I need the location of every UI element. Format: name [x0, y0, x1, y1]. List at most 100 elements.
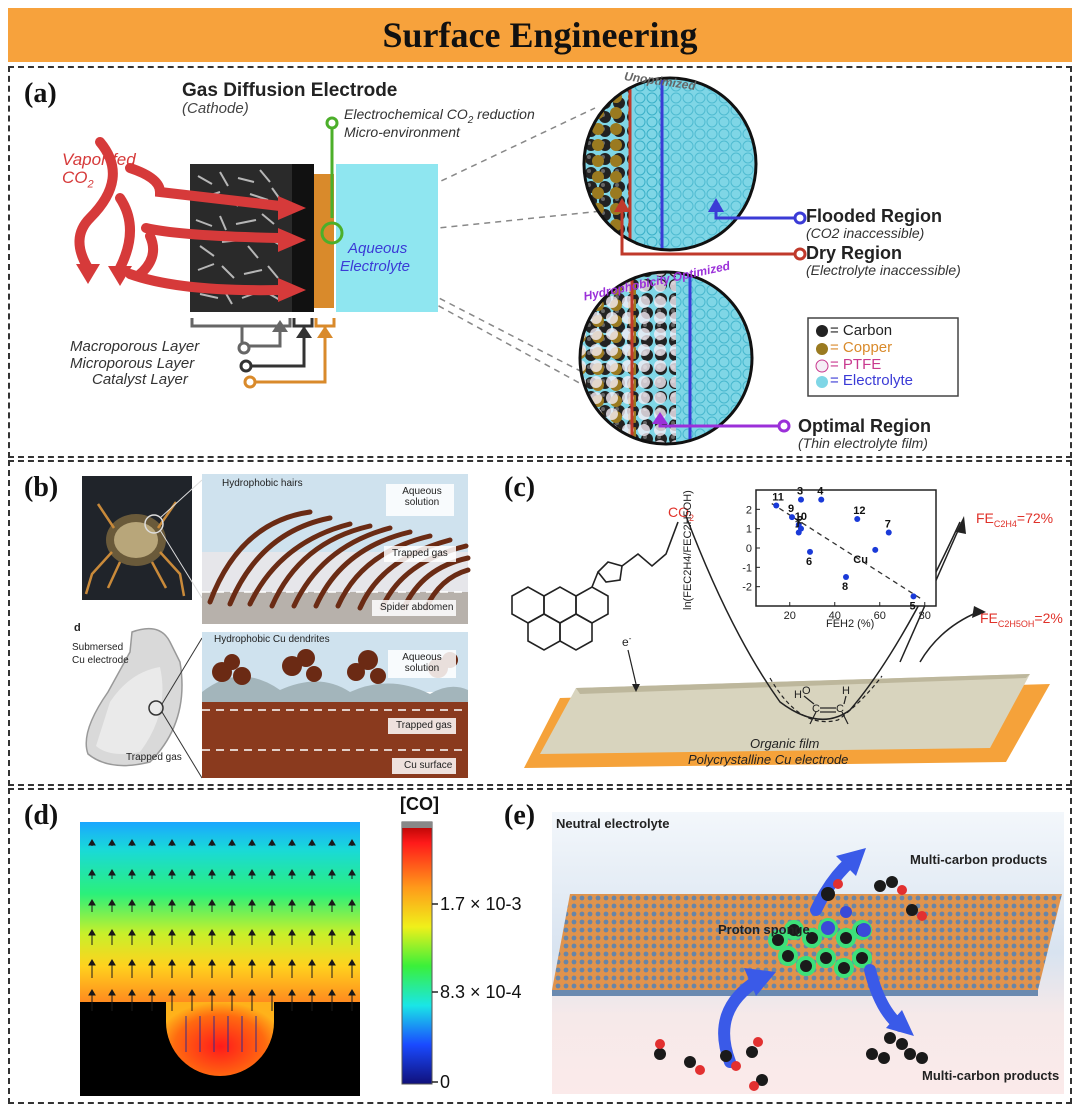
- flux-arrow-head: [288, 899, 296, 906]
- inset-xtick-label: 80: [919, 610, 931, 622]
- flux-arrow-head: [228, 989, 236, 996]
- scatter-point-label: 7: [885, 519, 891, 531]
- flux-arrow-head: [128, 899, 136, 906]
- flux-arrow-head: [348, 959, 356, 966]
- legend-box: [807, 317, 959, 397]
- poly-cu-label: Polycrystalline Cu electrode: [688, 752, 849, 767]
- organic-film-label: Organic film: [750, 736, 820, 751]
- co2-label: CO2: [668, 504, 694, 523]
- flux-arrow-head: [128, 839, 136, 846]
- flux-arrow-head: [88, 929, 96, 936]
- flux-arrow-head: [148, 839, 156, 846]
- micro-env-text2: reduction: [473, 106, 535, 122]
- flux-arrow-head: [348, 869, 356, 876]
- scatter-point: [843, 574, 849, 580]
- scatter-point: [854, 516, 861, 522]
- inset-ytick-label: 1: [746, 524, 752, 536]
- multi-carbon-top-label: Multi-carbon products: [910, 852, 1048, 867]
- legend-copper: = Copper: [830, 339, 893, 356]
- flux-arrow-head: [268, 929, 276, 936]
- flux-arrow-head: [128, 959, 136, 966]
- cu-surface-label: Cu surface: [404, 760, 453, 771]
- submersed-label: Submersed: [72, 642, 124, 653]
- flux-arrow-head: [188, 929, 196, 936]
- fe-c2h4-value: =72%: [1016, 510, 1054, 526]
- cu-electrode-label: Cu electrode: [72, 655, 129, 666]
- flux-arrow-head: [168, 899, 176, 906]
- flux-arrow-head: [168, 869, 176, 876]
- flux-arrow-head: [328, 989, 336, 996]
- flux-arrow-head: [88, 869, 96, 876]
- micro-env-text: Electrochemical CO: [344, 106, 468, 122]
- flux-arrow-head: [348, 989, 356, 996]
- svg-text:H: H: [842, 685, 850, 697]
- panel-a: (a) Gas Diffusion Electrode (Cathode) El…: [8, 66, 1072, 458]
- dry-region-label: Dry Region: [806, 243, 903, 263]
- trend-line: [771, 502, 921, 599]
- panel-b-figure: [82, 474, 471, 779]
- flux-arrow-head: [248, 989, 256, 996]
- panel-c-label: (c): [504, 472, 536, 503]
- flux-arrow-head: [268, 959, 276, 966]
- inset-ytick-label: -1: [742, 562, 752, 574]
- flux-arrow-head: [208, 929, 216, 936]
- scatter-point: [773, 502, 780, 509]
- flux-arrow-head: [248, 959, 256, 966]
- flux-arrow-head: [208, 959, 216, 966]
- svg-text:H: H: [794, 689, 802, 701]
- electron-label: e-: [622, 634, 632, 649]
- flux-arrow-head: [108, 869, 116, 876]
- scatter-point-label: Cu: [853, 554, 868, 566]
- flux-arrow-head: [308, 839, 316, 846]
- flux-arrow-head: [128, 989, 136, 996]
- flux-arrow-head: [168, 929, 176, 936]
- colorbar-tick-mid: 8.3 × 10-4: [440, 982, 522, 1003]
- legend-carbon: = Carbon: [830, 322, 893, 339]
- flux-arrow-head: [128, 929, 136, 936]
- flux-arrow-head: [88, 989, 96, 996]
- flux-arrow-head: [148, 899, 156, 906]
- colorbar-tick-zero: 0: [440, 1072, 450, 1093]
- aqueous-solution-label-bottom: Aqueous solution: [392, 652, 452, 674]
- svg-text:C: C: [812, 703, 820, 715]
- inset-xtick-label: 40: [829, 610, 841, 622]
- flux-arrow-head: [348, 929, 356, 936]
- flux-arrow-head: [248, 929, 256, 936]
- proton-sponge-label: Proton sponge: [718, 922, 810, 937]
- flux-arrow-head: [308, 899, 316, 906]
- inset-ylabel: ln(FEC2H4/FEC2H5OH): [682, 490, 694, 610]
- flux-arrow-head: [228, 839, 236, 846]
- inset-xtick-label: 60: [874, 610, 886, 622]
- svg-text:C: C: [836, 703, 844, 715]
- flux-arrow-head: [228, 869, 236, 876]
- flux-arrow-head: [208, 899, 216, 906]
- flux-arrow-head: [308, 929, 316, 936]
- flux-arrow-head: [288, 869, 296, 876]
- optimal-region-label: Optimal Region: [798, 416, 932, 436]
- scatter-point: [818, 496, 825, 503]
- microporous-layer: [292, 164, 314, 312]
- flux-arrow-head: [308, 869, 316, 876]
- fe-c2h5oh-sub: C2H5OH: [997, 618, 1035, 629]
- panel-de: (d) [CO] 1.7 × 10-3 8.3 × 10-4 0: [8, 788, 1072, 1104]
- flux-arrow-head: [248, 839, 256, 846]
- legend-ptfe: = PTFE: [830, 356, 882, 373]
- svg-text:O: O: [802, 685, 811, 697]
- scatter-point: [798, 496, 804, 503]
- scatter-point-label: 3: [797, 486, 803, 498]
- scatter-point: [885, 529, 892, 536]
- fe-c2h4-text: FE: [976, 510, 994, 526]
- co2-text: CO: [668, 504, 689, 520]
- fe-c2h4-sub: C2H4: [993, 518, 1017, 529]
- flux-arrow-head: [188, 869, 196, 876]
- panel-a-label: (a): [24, 78, 57, 109]
- flooded-region-sub: (CO2 inaccessible): [806, 225, 925, 241]
- flux-arrow-head: [348, 839, 356, 846]
- flux-arrow-head: [148, 989, 156, 996]
- colorbar-tick-high-text: 1.7 × 10-3: [440, 894, 522, 914]
- flux-arrow-head: [208, 989, 216, 996]
- flux-arrow-head: [268, 989, 276, 996]
